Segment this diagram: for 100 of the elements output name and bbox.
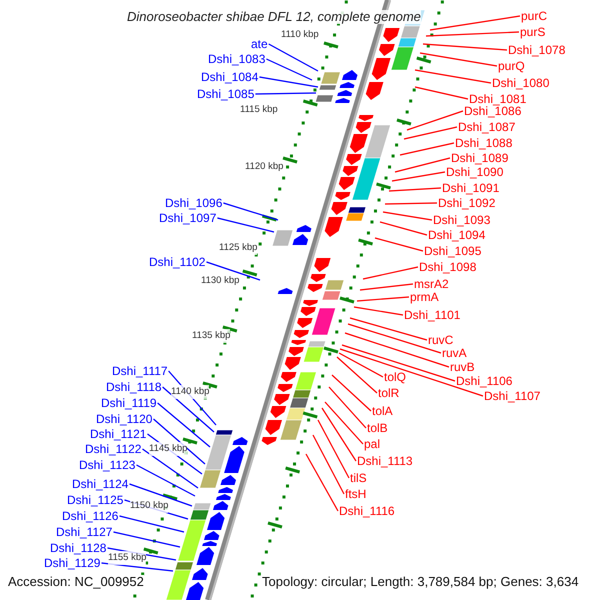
scale-label: 1115 kbp [240, 103, 278, 117]
leader-line [206, 261, 260, 281]
gene-label: ftsH [345, 487, 366, 501]
scale-label: 1150 kbp [130, 499, 168, 513]
scale-label: 1125 kbp [219, 241, 258, 255]
gene-label: tilS [350, 471, 367, 485]
leader-line [340, 348, 484, 397]
leader-line [384, 202, 438, 205]
leader-line [317, 420, 350, 478]
gene-label: Dshi_1089 [451, 151, 508, 165]
gene-label: prmA [410, 290, 439, 304]
gene-label: Dshi_1097 [159, 211, 216, 225]
leader-line [422, 43, 508, 51]
gene-label: Dshi_1078 [508, 43, 566, 57]
leader-line [268, 43, 318, 72]
gene-label: ate [251, 37, 268, 51]
gene-label: pal [364, 437, 380, 451]
gene-label: Dshi_1125 [67, 493, 124, 507]
gene-label: Dshi_1087 [458, 120, 516, 134]
scale-label: 1110 kbp [281, 28, 319, 42]
gene-label: Dshi_1102 [149, 255, 206, 269]
gene-label: Dshi_1127 [56, 525, 112, 539]
gene-label: Dshi_1084 [201, 70, 258, 84]
gene-label: Dshi_1081 [469, 92, 526, 106]
leader-line [362, 266, 418, 280]
leader-line [129, 483, 192, 507]
leader-line [119, 515, 184, 533]
gene-label: tolB [367, 421, 388, 435]
leader-line [380, 221, 428, 236]
leader-line [400, 142, 454, 156]
leader-line [360, 283, 414, 291]
gene-label: Dshi_1118 [106, 380, 162, 394]
leader-line [266, 58, 312, 81]
gene-label: Dshi_1094 [428, 228, 486, 242]
gene-label: ruvB [450, 360, 475, 374]
gene-label: Dshi_1093 [433, 213, 490, 227]
leader-line [324, 402, 364, 444]
scale-label: 1155 kbp [108, 551, 146, 565]
gene-label: purQ [498, 59, 525, 73]
leader-line [344, 332, 450, 368]
gene-label: Dshi_1090 [446, 165, 504, 179]
gene-label: purS [520, 25, 546, 39]
leader-line [374, 237, 424, 252]
leader-line [223, 202, 278, 221]
leader-line [312, 434, 345, 494]
leader-line [354, 306, 404, 316]
leader-line [332, 374, 372, 412]
scale-label: 1120 kbp [245, 160, 284, 174]
gene-label: tolA [372, 404, 393, 418]
leader-line [350, 317, 428, 341]
map-title: Dinoroseobacter shibae DFL 12, complete genome [127, 10, 421, 24]
gene-label: Dshi_1088 [455, 136, 512, 150]
leader-line [414, 86, 468, 100]
leader-line [153, 418, 206, 464]
gene-label: tolR [378, 386, 400, 400]
footer-note: Topology: circular; Length: 3,789,584 bp; Genes: 3,634 [262, 575, 579, 589]
leader-line [388, 187, 442, 192]
gene-label: Dshi_1091 [442, 181, 500, 195]
gene-label: msrA2 [414, 277, 449, 291]
gene-label: Dshi_1098 [419, 260, 476, 274]
leader-line [305, 454, 339, 512]
gene-label: Dshi_1121 [90, 427, 146, 441]
leader-line [142, 448, 198, 488]
gene-label: Dshi_1126 [62, 509, 118, 523]
leader-line [348, 323, 442, 354]
gene-label: Dshi_1095 [424, 244, 482, 258]
leader-line [136, 464, 196, 497]
gene-label: Dshi_1124 [72, 477, 128, 491]
gene-label: Dshi_1092 [438, 196, 496, 210]
gene-label: Dshi_1086 [464, 104, 522, 118]
gene-label: Dshi_1113 [357, 454, 413, 468]
scale-label: 1140 kbp [171, 385, 210, 399]
gene-label: Dshi_1085 [197, 87, 254, 101]
gene-label: Dshi_1080 [492, 76, 550, 90]
leader-line [217, 217, 274, 233]
gene-label: ruvA [442, 346, 467, 360]
leader-line [394, 157, 450, 173]
gene-label: Dshi_1106 [456, 374, 512, 388]
leader-line [392, 171, 446, 182]
gene-label: Dshi_1117 [112, 364, 168, 378]
leader-line [259, 76, 318, 88]
gene-label: purC [521, 9, 548, 23]
leader-line [356, 296, 410, 302]
gene-label: Dshi_1129 [44, 556, 100, 570]
gene-label: Dshi_1083 [208, 52, 266, 66]
leader-line [101, 562, 174, 572]
gene-label: tolQ [384, 370, 406, 384]
leader-line [322, 408, 356, 462]
scale-label: 1135 kbp [192, 329, 230, 343]
leader-line [404, 126, 458, 140]
gene-label: Dshi_1122 [85, 442, 142, 456]
gene-label: Dshi_1120 [96, 412, 152, 426]
leader-line [420, 52, 498, 67]
scale-label: 1145 kbp [149, 442, 188, 456]
leader-line [338, 352, 384, 378]
leader-line [328, 386, 366, 428]
gene-label: Dshi_1128 [50, 541, 106, 555]
leader-line [406, 110, 464, 131]
leader-line [255, 92, 316, 95]
gene-label: Dshi_1107 [484, 389, 540, 403]
